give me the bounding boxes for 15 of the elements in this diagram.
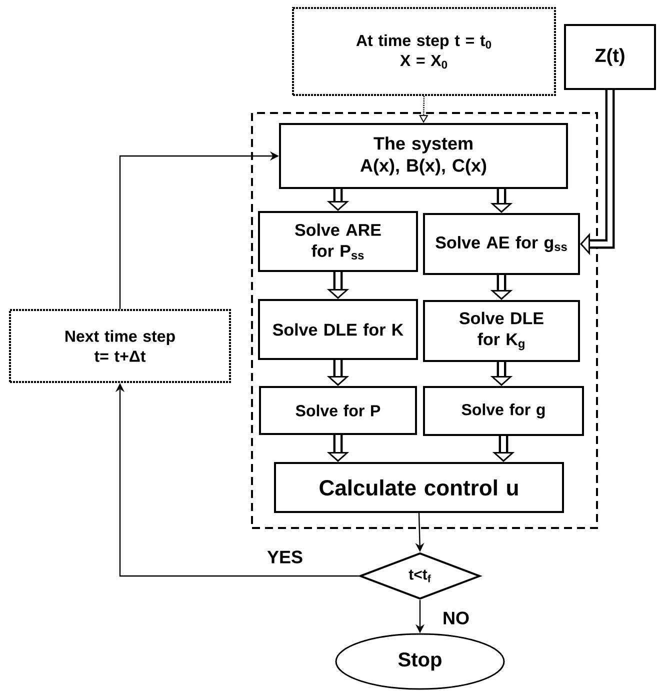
process-box: The system A(x), B(x), C(x) — [279, 123, 568, 189]
process-box: Z(t) — [564, 24, 656, 90]
process-box: Solve DLE for K$_{g}$ — [423, 300, 580, 362]
process-box: Solve for g — [423, 386, 584, 436]
arrow — [580, 90, 615, 256]
process-box: Solve ARE for P$_{ss}$ — [258, 211, 418, 272]
dotted-box: Next time step t= t+Δt — [9, 309, 231, 383]
dotted-box: At time step t = t$_{0}$ X = X$_{0}$ — [292, 7, 556, 96]
edge-label: NO — [442, 610, 470, 626]
process-box: Solve for P — [259, 386, 417, 435]
process-box: Solve DLE for K — [258, 299, 418, 360]
process-box: Calculate control u — [274, 462, 564, 513]
edge-label: YES — [266, 550, 304, 564]
dashed-frame — [251, 112, 598, 529]
process-box: Solve AE for g$_{ss}$ — [423, 213, 580, 275]
